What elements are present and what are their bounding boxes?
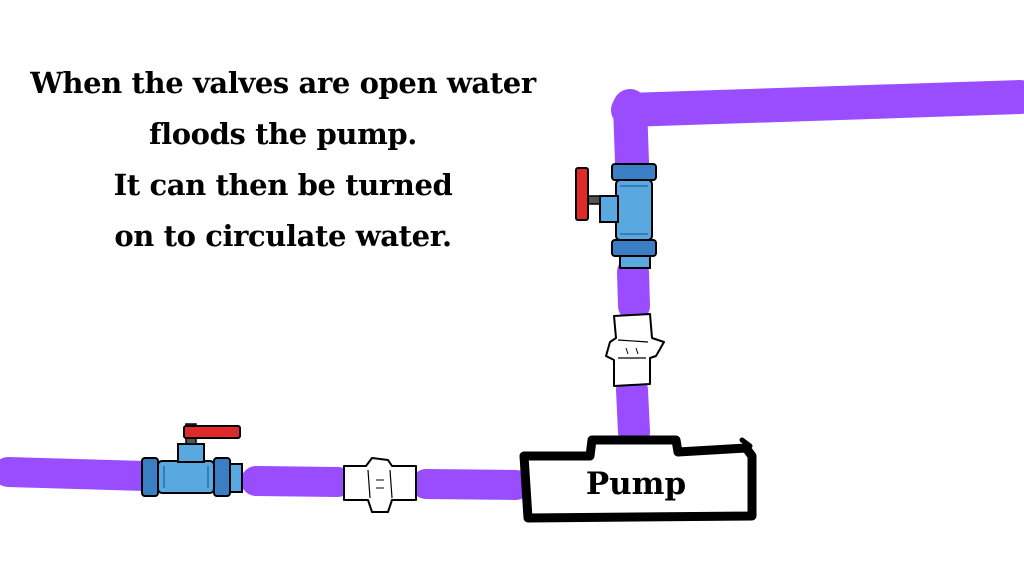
caption-line-3: It can then be turned (113, 168, 453, 202)
diagram-caption: When the valves are open water floods th… (0, 58, 566, 262)
vertical-pipe-upper (613, 89, 649, 179)
upper-valve-icon (575, 163, 657, 269)
caption-line-4: on to circulate water. (114, 219, 452, 253)
lower-coupling-icon (343, 457, 417, 513)
pump-icon (519, 435, 757, 523)
lower-valve-icon (141, 423, 243, 497)
upper-coupling-icon (605, 313, 665, 387)
caption-line-1: When the valves are open water (30, 66, 536, 100)
vertical-pipe-middle (617, 256, 650, 322)
pump-label: Pump (585, 466, 687, 502)
lower-pipe-right (411, 469, 531, 500)
top-pipe (611, 80, 1024, 127)
caption-line-2: floods the pump. (149, 117, 417, 151)
lower-pipe-middle (241, 466, 353, 497)
left-pipe (0, 457, 161, 491)
vertical-pipe-lower (616, 374, 650, 448)
